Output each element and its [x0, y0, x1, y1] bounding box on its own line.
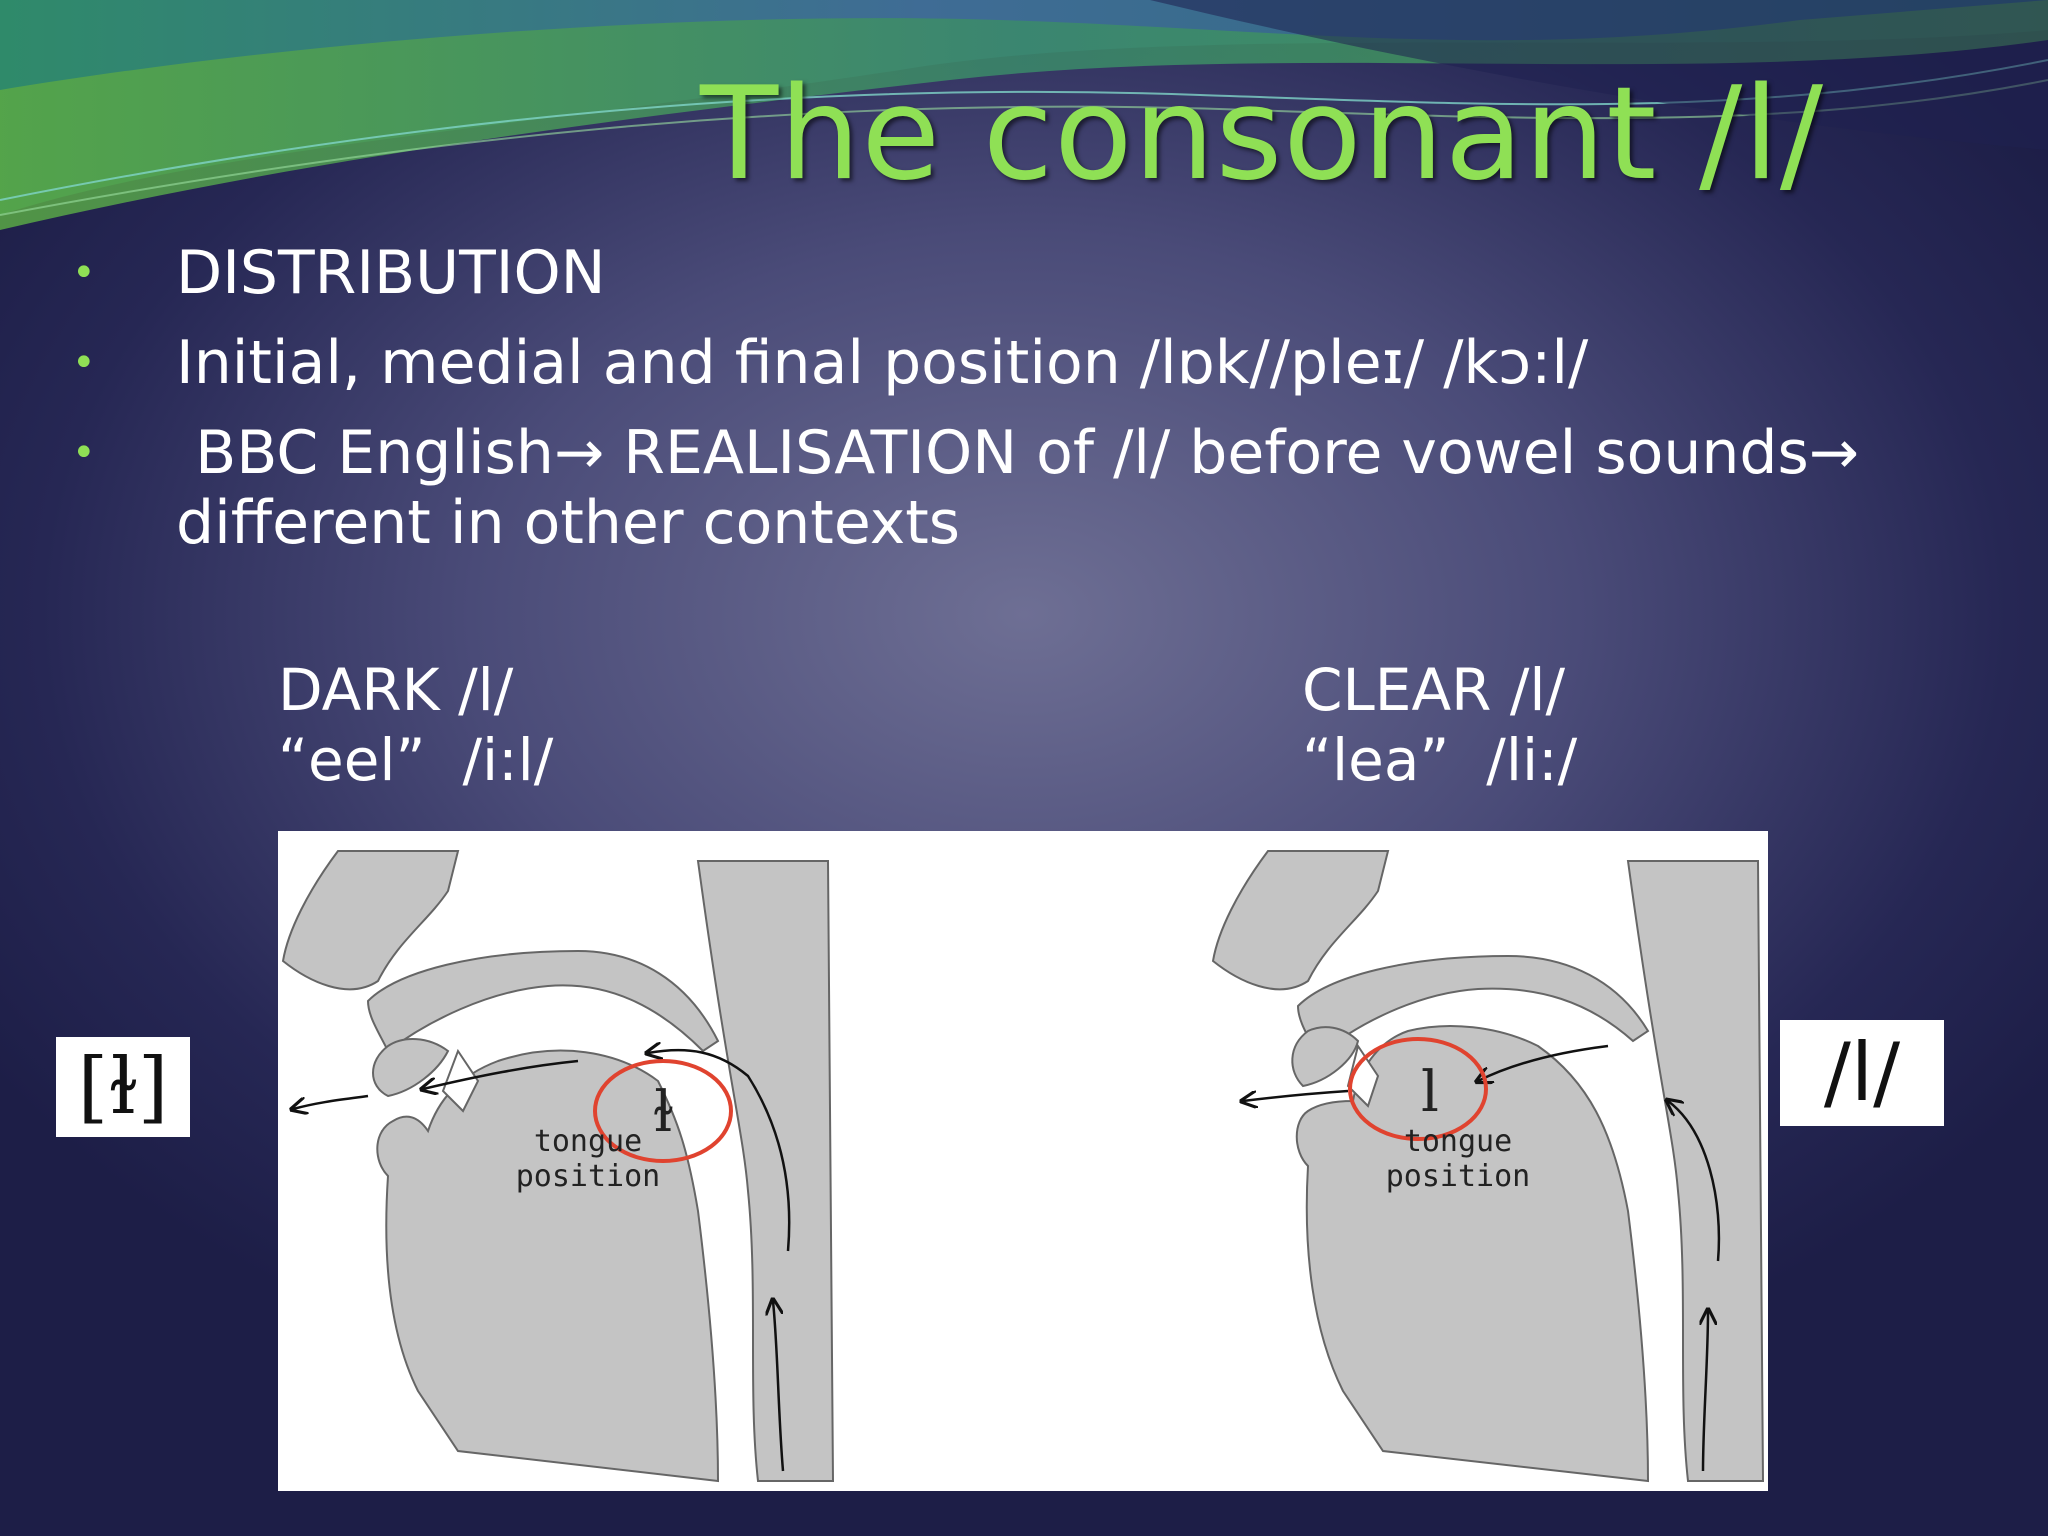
clear-l-example: “lea” /li:/: [1302, 726, 1578, 794]
dark-l-diagram-label-1: tongue: [534, 1124, 642, 1159]
bullet-text: DISTRIBUTION: [176, 238, 606, 308]
bullet-item: • BBC English→ REALISATION of /l/ before…: [70, 418, 1970, 558]
bullet-item: • Initial, medial and final position /lɒ…: [70, 328, 1970, 398]
header-swoosh: [0, 0, 2048, 230]
bullet-item: • DISTRIBUTION: [70, 238, 1970, 308]
dark-l-diagram-letter: ɫ: [652, 1080, 673, 1145]
clear-l-diagram-label-2: position: [1386, 1159, 1531, 1194]
clear-l-symbol: /l/: [1780, 1020, 1944, 1126]
dark-l-highlight-circle: [593, 1059, 733, 1163]
clear-l-diagram-label-1: tongue: [1404, 1124, 1512, 1159]
slide-title: The consonant /l/: [700, 60, 1824, 209]
bullet-text-line-1: BBC English→ REALISATION of /l/ before v…: [176, 418, 1860, 488]
clear-l-diagram: l tongue position: [1211, 850, 1765, 1483]
dark-l-example: “eel” /i:l/: [278, 726, 554, 794]
clear-l-heading: CLEAR /l/: [1302, 656, 1566, 724]
bullet-icon: •: [72, 250, 96, 296]
bullet-list: • DISTRIBUTION • Initial, medial and fin…: [70, 238, 1970, 558]
dark-l-heading: DARK /l/: [278, 656, 514, 724]
tongue-position-figure: ɫ tongue position l tongue: [278, 831, 1768, 1491]
clear-l-diagram-letter: l: [1421, 1060, 1439, 1125]
bullet-text: Initial, medial and final position /lɒk/…: [176, 328, 1589, 398]
dark-l-diagram-label-2: position: [516, 1159, 661, 1194]
bullet-icon: •: [72, 430, 96, 476]
bullet-text-line-2: different in other contexts: [176, 488, 960, 558]
dark-l-symbol: [ɫ]: [56, 1037, 190, 1137]
bullet-icon: •: [72, 340, 96, 386]
clear-l-highlight-circle: [1348, 1037, 1488, 1141]
dark-l-diagram: ɫ tongue position: [281, 850, 835, 1483]
